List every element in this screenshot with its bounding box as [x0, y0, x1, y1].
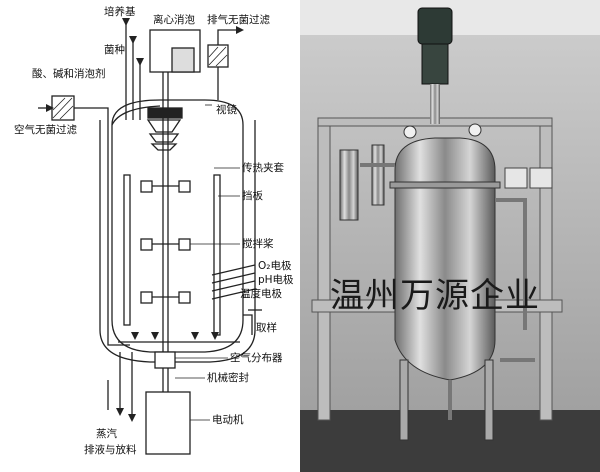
label-steam: 蒸汽 [96, 428, 117, 440]
label-o2-electrode: O₂电极 [258, 260, 292, 272]
label-centrifugal-defoam: 离心消泡 [153, 14, 195, 26]
label-sampling: 取样 [256, 322, 277, 334]
fermenter-photo [300, 0, 600, 472]
label-exhaust-filter: 排气无菌过滤 [207, 14, 270, 26]
label-inoculum: 菌种 [104, 44, 125, 56]
label-temp-electrode: 温度电极 [240, 288, 282, 300]
jacket-outline [99, 120, 256, 363]
label-mech-seal: 机械密封 [207, 372, 249, 384]
label-air-filter: 空气无菌过滤 [14, 124, 77, 136]
label-heat-jacket: 传热夹套 [242, 162, 284, 174]
watermark-text: 温州万源企业 [330, 276, 540, 316]
label-drain-discharge: 排液与放料 [84, 444, 137, 456]
vessel-outline [111, 99, 244, 353]
label-baffle: 挡板 [242, 190, 263, 202]
label-sight-glass: 视镜 [216, 104, 237, 116]
label-impeller: 搅拌桨 [242, 238, 274, 250]
label-acid-base-antifoam: 酸、碱和消泡剂 [32, 68, 106, 80]
label-culture-base: 培养基 [104, 6, 136, 18]
label-air-sparger: 空气分布器 [230, 352, 283, 364]
label-ph-electrode: pH电极 [258, 274, 294, 286]
fermenter-schematic [38, 18, 262, 455]
label-motor: 电动机 [212, 414, 244, 426]
